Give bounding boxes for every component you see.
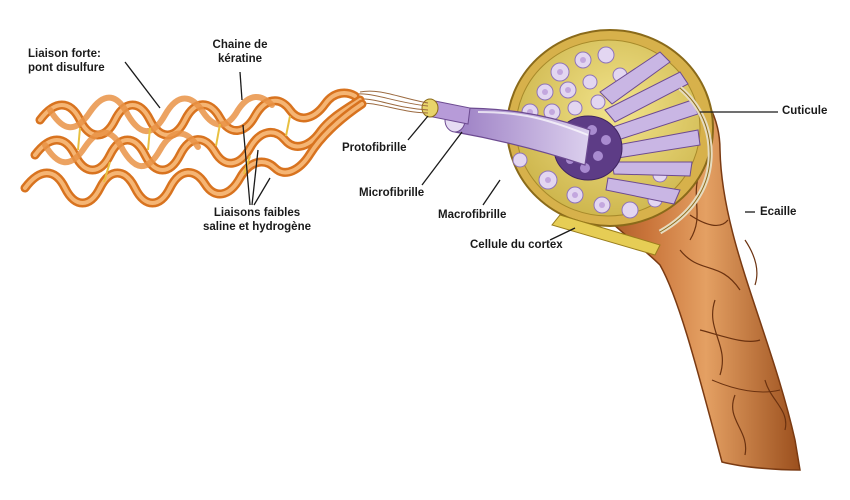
label-cuticle: Cuticule xyxy=(782,105,828,117)
label-keratin-chain-line2: kératine xyxy=(217,53,263,65)
leader-microfibril xyxy=(421,131,463,186)
scale-lines xyxy=(679,169,787,456)
leader-lines xyxy=(124,61,778,241)
label-protofibril: Protofibrille xyxy=(342,142,407,154)
label-strong-bond-line1: Liaison forte: xyxy=(28,48,101,60)
label-scale: Ecaille xyxy=(760,206,797,218)
leader-strong-bond xyxy=(124,61,161,109)
leader-keratin-chain xyxy=(239,71,243,101)
cross-section xyxy=(506,29,714,256)
label-macrofibril: Macrofibrille xyxy=(438,209,507,221)
bond-lines xyxy=(77,115,291,183)
leader-cortex-cell xyxy=(549,227,576,241)
leader-protofibril xyxy=(407,115,429,141)
label-weak-bonds-line2: saline et hydrogène xyxy=(202,221,311,233)
macrofibril-bundle xyxy=(599,51,701,205)
leader-macrofibril xyxy=(482,179,501,206)
label-microfibril: Microfibrille xyxy=(359,187,425,199)
label-strong-bond-line2: pont disulfure xyxy=(28,62,105,74)
label-weak-bonds: Liaisons faibles saline et hydrogène xyxy=(192,206,322,234)
leader-weak-2 xyxy=(251,149,259,206)
leader-weak-1 xyxy=(242,124,251,206)
label-strong-bond: Liaison forte: pont disulfure xyxy=(28,47,105,75)
keratin-helices xyxy=(20,88,367,208)
label-keratin-chain-line1: Chaine de xyxy=(212,39,268,51)
label-cortex-cell: Cellule du cortex xyxy=(470,239,563,251)
label-keratin-chain: Chaine de kératine xyxy=(205,38,275,66)
label-weak-bonds-line1: Liaisons faibles xyxy=(213,207,301,219)
leader-weak-3 xyxy=(253,177,271,206)
